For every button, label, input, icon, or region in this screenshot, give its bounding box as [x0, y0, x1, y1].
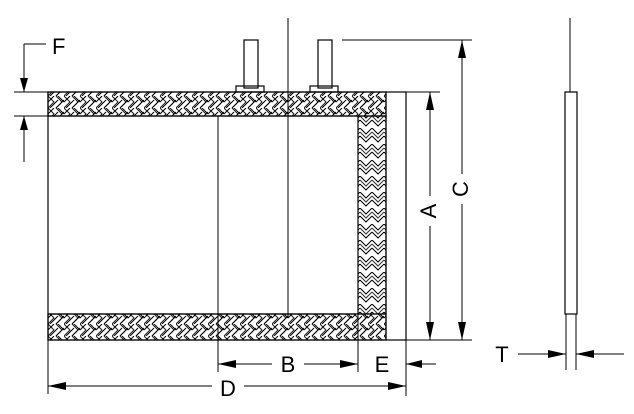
bottom-seal-band [47, 313, 387, 341]
dimension-d: D [47, 340, 406, 401]
dimension-f: F [14, 34, 65, 162]
label-a: A [416, 203, 441, 218]
terminal-tab-right [317, 39, 333, 89]
label-e: E [375, 352, 390, 377]
dimension-e: E [375, 340, 436, 396]
label-t: T [495, 342, 508, 367]
dimension-c: C [342, 39, 474, 341]
label-f: F [52, 34, 65, 59]
dimension-t: T [495, 342, 624, 367]
top-seal-band [47, 91, 387, 117]
label-b: B [281, 352, 296, 377]
dimension-a: A [406, 91, 442, 341]
battery-body [47, 91, 407, 341]
terminal-tabs [235, 39, 339, 93]
side-view [564, 18, 578, 370]
right-seal-band [357, 115, 387, 315]
terminal-tab-left [243, 39, 259, 89]
side-view-body [564, 91, 578, 315]
label-d: D [220, 376, 236, 401]
dimension-b: B [217, 314, 359, 377]
label-c: C [448, 181, 473, 197]
